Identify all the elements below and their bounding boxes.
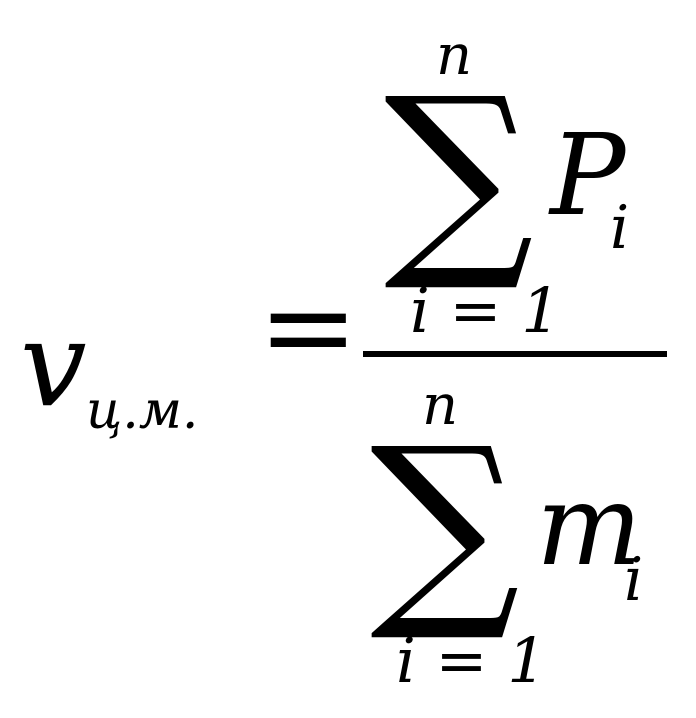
equals-sign: = bbox=[258, 258, 359, 397]
denominator-term-subscript: i bbox=[624, 545, 644, 615]
numerator-term: P bbox=[550, 111, 626, 241]
numerator-sum-upper-limit: n bbox=[436, 23, 473, 88]
denominator-sum-upper-limit: n bbox=[422, 373, 459, 438]
denominator-term: m bbox=[536, 461, 643, 591]
numerator-sigma-icon: ∑ bbox=[384, 52, 534, 297]
denominator-sigma-icon: ∑ bbox=[370, 402, 520, 647]
velocity-subscript: ц.м. bbox=[86, 381, 199, 441]
numerator-sum-lower-limit: i = 1 bbox=[410, 274, 561, 347]
denominator-sum-lower-limit: i = 1 bbox=[396, 624, 547, 697]
fraction-bar bbox=[363, 351, 667, 357]
velocity-symbol: v bbox=[20, 295, 87, 433]
numerator-term-subscript: i bbox=[610, 193, 630, 263]
